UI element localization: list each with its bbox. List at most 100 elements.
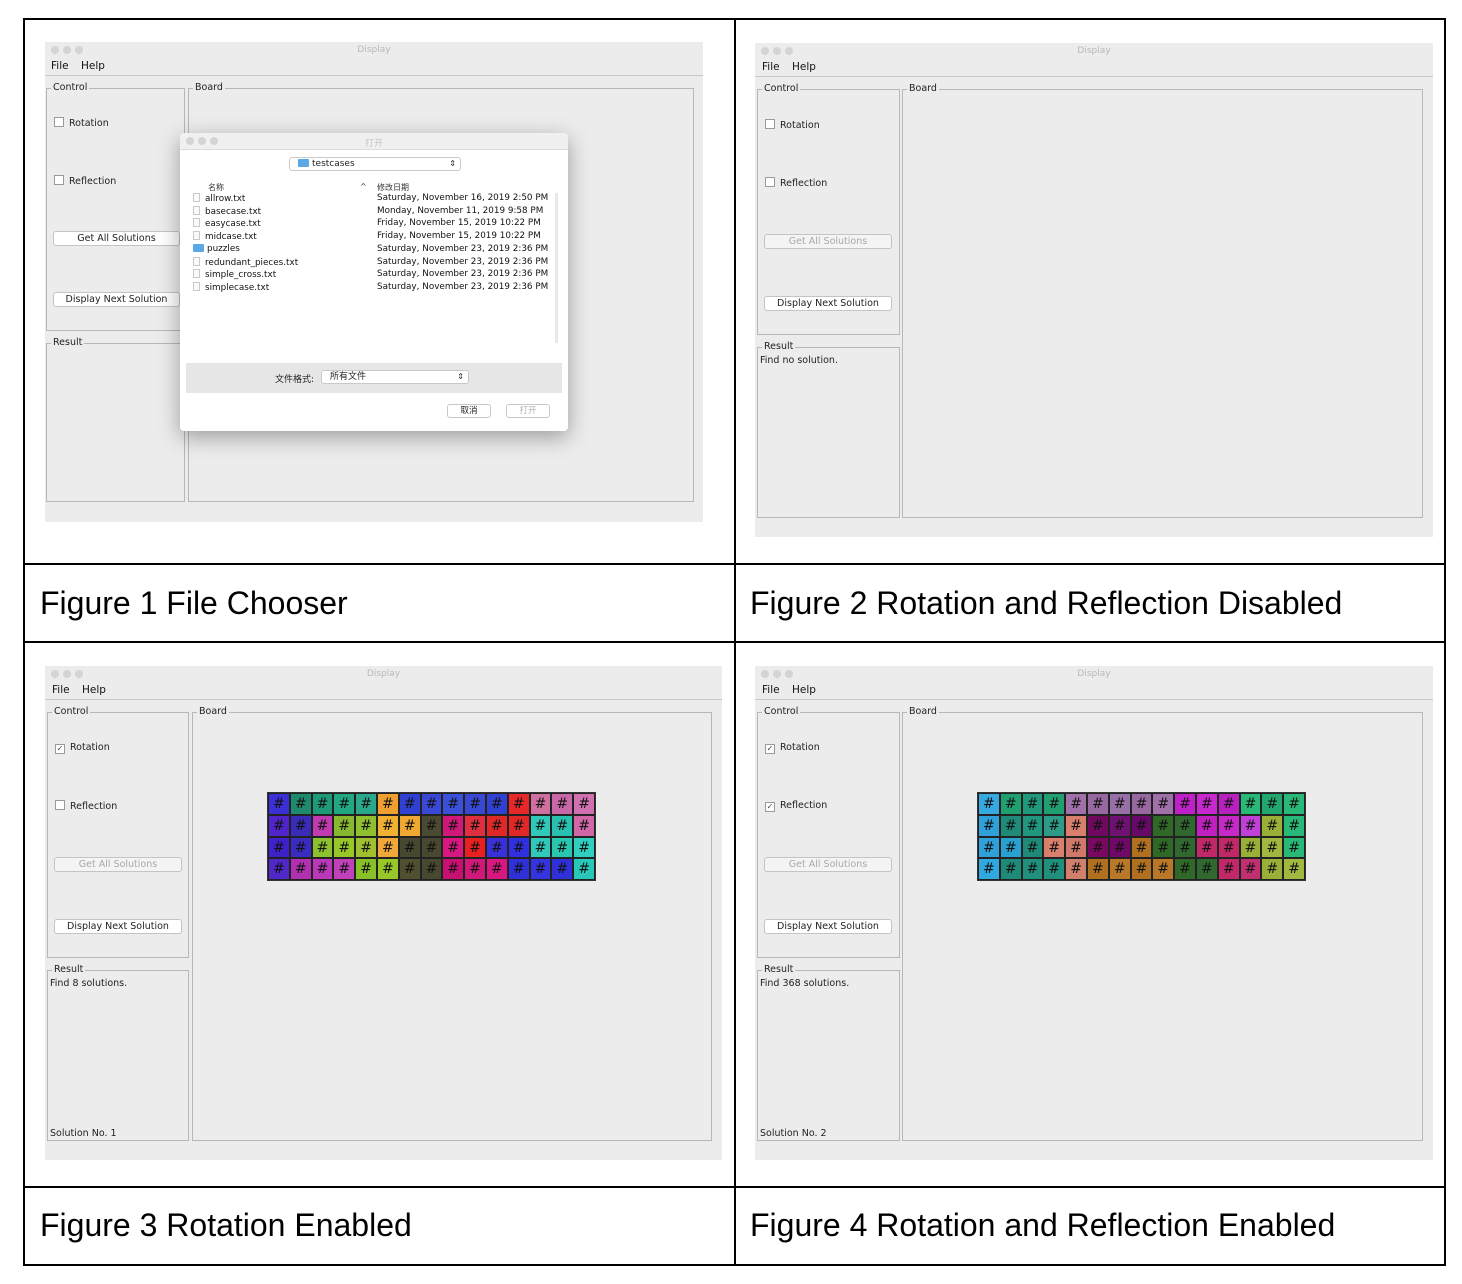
close-dot-icon[interactable]	[186, 137, 194, 145]
title-bar: Display	[45, 666, 722, 682]
close-dot-icon[interactable]	[761, 670, 769, 678]
board-cell: #	[376, 836, 399, 859]
checkbox-box[interactable]	[765, 119, 775, 129]
checkbox-checked-icon[interactable]: ✓	[765, 802, 775, 812]
board-cell: #	[398, 793, 421, 815]
menu-help[interactable]: Help	[82, 684, 106, 696]
display-next-solution-button[interactable]: Display Next Solution	[53, 292, 180, 307]
board-cell: #	[268, 793, 290, 815]
reflection-checkbox[interactable]: ✓Reflection	[765, 800, 827, 812]
board-cell: #	[464, 814, 486, 837]
menu-file[interactable]: File	[52, 684, 70, 696]
window-controls[interactable]	[51, 670, 87, 681]
result-label: Result	[762, 341, 796, 353]
cancel-button[interactable]: 取消	[447, 404, 491, 418]
board-cell: #	[1195, 858, 1218, 880]
file-format-label: 文件格式:	[275, 375, 315, 385]
file-list-scrollbar[interactable]	[555, 193, 558, 343]
get-all-solutions-button[interactable]: Get All Solutions	[764, 234, 892, 249]
window-controls[interactable]	[761, 47, 797, 58]
checkbox-box[interactable]	[54, 175, 64, 185]
menu-file[interactable]: File	[51, 60, 69, 72]
sort-ascending-icon[interactable]: ^	[360, 182, 367, 191]
dialog-window-controls[interactable]	[186, 137, 222, 148]
board-cell: #	[1108, 836, 1131, 859]
board-cell: #	[1065, 793, 1087, 815]
open-button[interactable]: 打开	[506, 404, 550, 418]
zoom-dot-icon[interactable]	[75, 670, 83, 678]
reflection-checkbox[interactable]: Reflection	[765, 177, 827, 189]
result-text: Find 368 solutions.	[760, 978, 850, 989]
menu-help[interactable]: Help	[81, 60, 105, 72]
board-label: Board	[907, 83, 939, 95]
display-next-solution-button[interactable]: Display Next Solution	[54, 919, 182, 934]
window-controls[interactable]	[51, 46, 87, 57]
minimize-dot-icon[interactable]	[63, 670, 71, 678]
checkbox-checked-icon[interactable]: ✓	[765, 744, 775, 754]
minimize-dot-icon[interactable]	[198, 137, 206, 145]
caption-figure-4: Figure 4 Rotation and Reflection Enabled	[750, 1207, 1336, 1243]
window-controls[interactable]	[761, 670, 797, 681]
get-all-solutions-button[interactable]: Get All Solutions	[54, 857, 182, 872]
checkbox-box[interactable]	[55, 800, 65, 810]
checkbox-box[interactable]	[54, 117, 64, 127]
file-date: Friday, November 15, 2019 10:22 PM	[377, 218, 541, 229]
board-cell: #	[1217, 858, 1240, 880]
folder-select[interactable]: testcases ⇕	[289, 157, 461, 171]
file-format-select[interactable]: 所有文件 ⇕	[321, 370, 469, 384]
board-cell: #	[1043, 858, 1066, 880]
board-cell: #	[333, 793, 356, 815]
menu-bar: File Help	[45, 58, 703, 76]
rotation-checkbox[interactable]: Rotation	[54, 117, 109, 129]
file-date: Saturday, November 23, 2019 2:36 PM	[377, 256, 549, 267]
minimize-dot-icon[interactable]	[63, 46, 71, 54]
display-next-solution-button[interactable]: Display Next Solution	[764, 919, 892, 934]
minimize-dot-icon[interactable]	[773, 47, 781, 55]
minimize-dot-icon[interactable]	[773, 670, 781, 678]
reflection-label: Reflection	[780, 178, 828, 189]
board-cell: #	[1021, 836, 1044, 859]
board-cell: #	[1152, 836, 1175, 859]
close-dot-icon[interactable]	[761, 47, 769, 55]
board-cell: #	[1130, 793, 1153, 815]
column-name-header[interactable]: 名称	[208, 183, 224, 192]
display-next-solution-button[interactable]: Display Next Solution	[764, 296, 892, 311]
rotation-checkbox[interactable]: ✓Rotation	[55, 742, 110, 754]
rotation-checkbox[interactable]: Rotation	[765, 119, 820, 131]
zoom-dot-icon[interactable]	[785, 670, 793, 678]
close-dot-icon[interactable]	[51, 670, 59, 678]
zoom-dot-icon[interactable]	[75, 46, 83, 54]
close-dot-icon[interactable]	[51, 46, 59, 54]
board-cell: #	[999, 814, 1022, 837]
get-all-solutions-button[interactable]: Get All Solutions	[53, 231, 180, 246]
fig4-window: Display File Help Control ✓Rotation ✓Ref…	[755, 666, 1433, 1160]
board-cell: #	[1086, 814, 1109, 837]
menu-help[interactable]: Help	[792, 61, 816, 73]
board-cell: #	[1261, 814, 1284, 837]
zoom-dot-icon[interactable]	[210, 137, 218, 145]
board-cell: #	[398, 836, 421, 859]
rotation-checkbox[interactable]: ✓Rotation	[765, 742, 820, 754]
file-name: easycase.txt	[205, 219, 261, 230]
zoom-dot-icon[interactable]	[785, 47, 793, 55]
dialog-title-bar: 打开	[180, 133, 568, 150]
menu-bar: File Help	[755, 59, 1433, 77]
menu-file[interactable]: File	[762, 684, 780, 696]
reflection-checkbox[interactable]: Reflection	[55, 800, 117, 812]
updown-chevron-icon: ⇕	[449, 159, 456, 168]
column-date-header[interactable]: 修改日期	[377, 183, 409, 192]
checkbox-box[interactable]	[765, 177, 775, 187]
file-row[interactable]: easycase.txt Friday, November 15, 2019 10…	[193, 218, 558, 230]
menu-file[interactable]: File	[762, 61, 780, 73]
reflection-checkbox[interactable]: Reflection	[54, 175, 116, 187]
menu-help[interactable]: Help	[792, 684, 816, 696]
get-all-solutions-button[interactable]: Get All Solutions	[764, 857, 892, 872]
checkbox-checked-icon[interactable]: ✓	[55, 744, 65, 754]
